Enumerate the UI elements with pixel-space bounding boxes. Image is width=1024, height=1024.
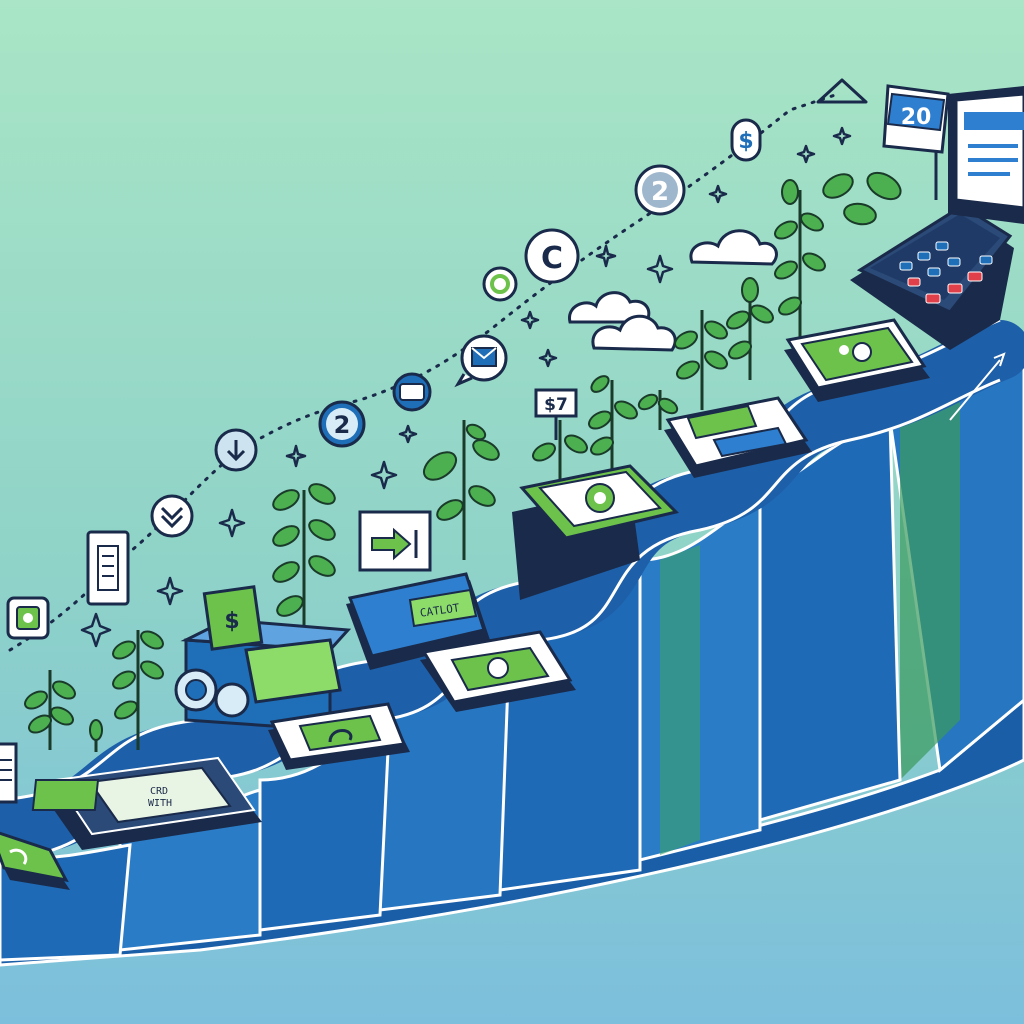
- badge-number-text: 2: [334, 411, 351, 439]
- banner-text: 20: [901, 105, 932, 130]
- coin-symbol-text: $: [738, 129, 753, 154]
- cloud-icon: [568, 229, 778, 352]
- cash-register-icon: $: [174, 585, 410, 770]
- price-tag-text: $7: [544, 395, 568, 415]
- card-label-text: CRD: [150, 786, 168, 797]
- bill-symbol-text: $: [224, 609, 239, 634]
- number-badge-icon: 2: [634, 164, 686, 216]
- rising-track: [0, 318, 1024, 967]
- sprout-icon: [24, 171, 902, 752]
- payment-pad-icon: [512, 464, 679, 600]
- receipt-printer-icon: CATLOT: [346, 510, 576, 712]
- cash-stack-icon: [0, 831, 70, 890]
- card-tray-icon: [664, 396, 812, 478]
- payment-card-icon: [392, 372, 432, 412]
- green-square-icon: [6, 596, 50, 640]
- price-tag-icon: $7: [534, 388, 578, 440]
- card-label-text: WITH: [148, 798, 172, 809]
- letter-c-icon: C: [524, 228, 580, 284]
- number-badge-icon: 2: [318, 400, 366, 448]
- badge-number-text: 2: [651, 177, 669, 207]
- sparkle-icon: [80, 126, 852, 648]
- badge-letter-text: C: [541, 241, 563, 276]
- mail-icon: [454, 334, 508, 388]
- ticket-label-text: CATLOT: [419, 601, 461, 619]
- download-icon: [214, 428, 258, 472]
- pos-terminal-icon: [850, 204, 1014, 350]
- flag-icon: 20: [882, 84, 950, 200]
- receipt-icon: [0, 742, 18, 804]
- document-icon: [86, 530, 130, 606]
- dollar-coin-icon: $: [730, 118, 762, 162]
- green-tablet-icon: [784, 318, 930, 402]
- green-ring-icon: [482, 266, 518, 302]
- monitor-icon: [948, 86, 1024, 224]
- arrow-up-icon: [816, 78, 868, 104]
- smartphone-card-icon: CRD WITH: [31, 756, 262, 850]
- down-chevron-icon: [150, 494, 194, 538]
